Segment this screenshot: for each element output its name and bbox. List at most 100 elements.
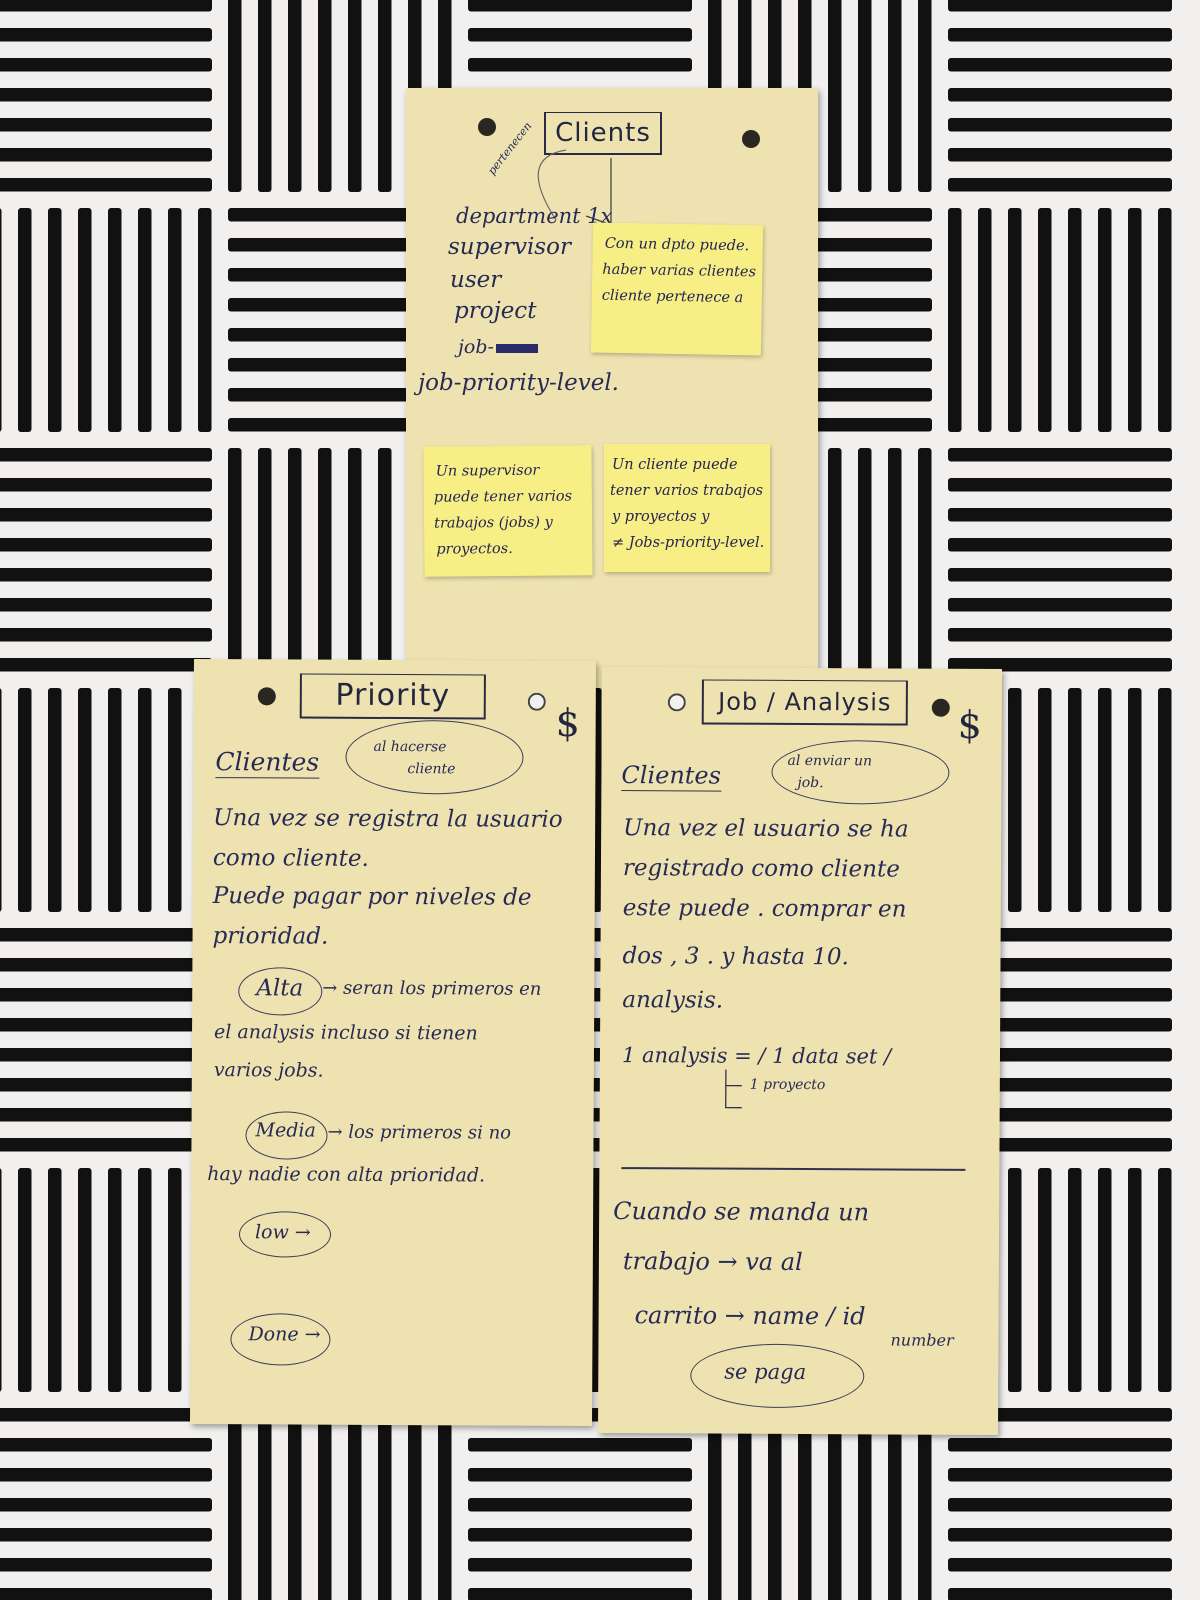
fabric-stripe (138, 208, 152, 432)
fabric-stripe (1128, 208, 1142, 432)
fabric-stripe (858, 1408, 872, 1600)
fabric-stripe (0, 448, 212, 462)
media-text-1: → los primeros si no (327, 1121, 512, 1144)
clientes-label: Clientes (215, 747, 320, 779)
pay-label: se paga (724, 1359, 807, 1385)
fabric-stripe (948, 958, 1172, 972)
priority-text-line-2: como cliente. (212, 845, 369, 872)
fabric-stripe (378, 0, 392, 192)
sticky-note-department: Con un dpto puede. haber varias clientes… (590, 222, 764, 356)
fabric-stripe (948, 448, 1172, 462)
fabric-stripe (708, 1408, 722, 1600)
fabric-stripe (348, 1408, 362, 1600)
fabric-stripe (468, 1468, 692, 1482)
field-job-priority-level: job-priority-level. (418, 370, 619, 396)
punch-hole (742, 130, 760, 148)
fabric-stripe (1098, 688, 1112, 912)
fabric-stripe (0, 1438, 212, 1452)
alta-text-2: el analysis incluso si tienen (213, 1021, 478, 1045)
fabric-stripe (948, 1588, 1172, 1600)
fabric-stripe (228, 388, 452, 402)
priority-text-line-1: Una vez se registra la usuario (213, 805, 563, 833)
fabric-stripe (288, 1408, 302, 1600)
oval-note-line-2: cliente (407, 761, 456, 778)
fabric-stripe (0, 58, 212, 72)
fabric-stripe (948, 988, 1172, 1002)
fabric-stripe (0, 628, 212, 642)
fabric-stripe (108, 208, 122, 432)
fabric-stripe (918, 0, 932, 192)
fabric-stripe (1128, 1168, 1142, 1392)
fabric-stripe (0, 538, 212, 552)
fabric-stripe (438, 1408, 452, 1600)
fabric-stripe (468, 1528, 692, 1542)
fabric-stripe (468, 1558, 692, 1572)
fabric-stripe (258, 0, 272, 192)
fabric-stripe (348, 0, 362, 192)
fabric-stripe (948, 568, 1172, 582)
fabric-stripe (228, 268, 452, 282)
fabric-stripe (0, 688, 2, 912)
fabric-stripe (228, 358, 452, 372)
fabric-stripe (18, 208, 32, 432)
fabric-stripe (48, 688, 62, 912)
fabric-stripe (0, 568, 212, 582)
fabric-stripe (468, 1498, 692, 1512)
fabric-stripe (138, 688, 152, 912)
divider-line (621, 1167, 966, 1171)
fabric-stripe (228, 238, 452, 252)
fabric-stripe (0, 148, 212, 162)
fabric-stripe (948, 478, 1172, 492)
oval-note-line-1: al hacerse (373, 738, 447, 756)
fabric-stripe (228, 1408, 242, 1600)
fabric-stripe (78, 1168, 92, 1392)
fabric-stripe (1158, 1168, 1172, 1392)
fabric-stripe (0, 1468, 212, 1482)
fabric-stripe (0, 1528, 212, 1542)
fabric-stripe (228, 328, 452, 342)
fabric-stripe (0, 118, 212, 132)
fabric-stripe (0, 508, 212, 522)
job-bottom-line-1: Cuando se manda un (613, 1197, 870, 1227)
fabric-stripe (0, 1588, 212, 1600)
priority-card: Priority $ Clientes al hacerse cliente U… (190, 658, 596, 1427)
alta-label: Alta (256, 975, 304, 1002)
field-department: department 1x (456, 204, 613, 228)
fabric-stripe (1098, 1168, 1112, 1392)
fabric-stripe (318, 0, 332, 192)
fabric-stripe (108, 688, 122, 912)
fabric-stripe (858, 0, 872, 192)
fabric-stripe (48, 208, 62, 432)
fabric-stripe (768, 1408, 782, 1600)
fabric-stripe (18, 688, 32, 912)
fabric-stripe (0, 1408, 212, 1422)
fabric-stripe (0, 1018, 212, 1032)
fabric-stripe (948, 178, 1172, 192)
fabric-stripe (1098, 208, 1112, 432)
fabric-stripe (0, 658, 212, 672)
job-bottom-line-2: trabajo → va al (622, 1247, 803, 1277)
fabric-stripe (108, 1168, 122, 1392)
fabric-stripe (1008, 208, 1022, 432)
fabric-stripe (0, 1498, 212, 1512)
fabric-stripe (828, 1408, 842, 1600)
fabric-stripe (468, 0, 692, 12)
fabric-stripe (948, 658, 1172, 672)
fabric-stripe (948, 1048, 1172, 1062)
fabric-stripe (468, 1588, 692, 1600)
field-project: project (454, 298, 537, 324)
fabric-stripe (948, 1108, 1172, 1122)
fabric-stripe (228, 418, 452, 432)
fabric-stripe (948, 1498, 1172, 1512)
fabric-stripe (1068, 208, 1082, 432)
fabric-stripe (828, 0, 842, 192)
fabric-stripe (948, 928, 1172, 942)
fabric-stripe (1008, 1168, 1022, 1392)
fabric-stripe (288, 448, 302, 672)
fabric-stripe (1038, 688, 1052, 912)
scribble (495, 343, 538, 353)
fabric-stripe (318, 448, 332, 672)
fabric-stripe (0, 928, 212, 942)
fabric-stripe (0, 28, 212, 42)
fabric-stripe (1068, 1168, 1082, 1392)
